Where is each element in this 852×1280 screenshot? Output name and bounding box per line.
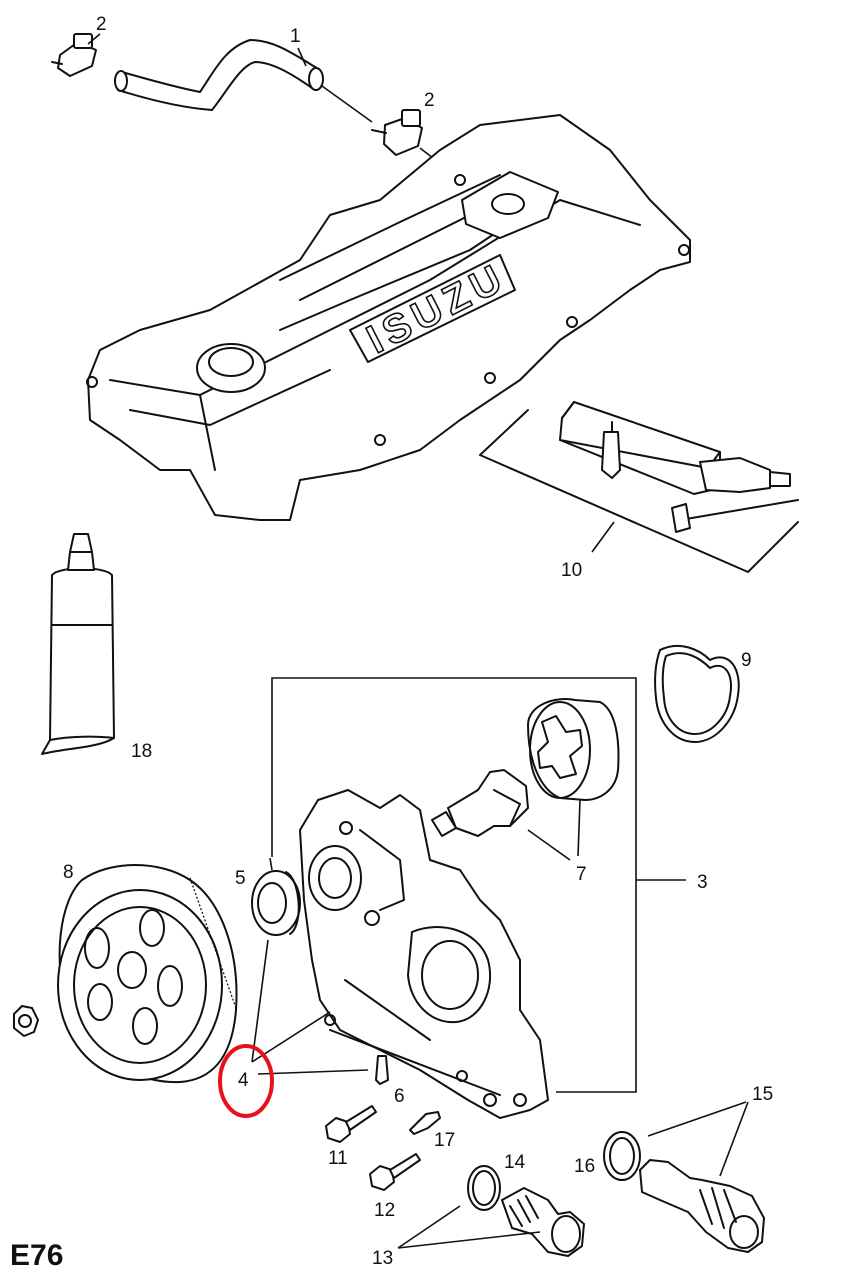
callout-2-right: 2 bbox=[424, 90, 435, 111]
callout-4: 4 bbox=[238, 1070, 249, 1091]
front-cover bbox=[299, 789, 549, 1119]
callout-6: 6 bbox=[394, 1086, 405, 1107]
hose-clamp-right[interactable] bbox=[371, 109, 423, 156]
callout-11: 11 bbox=[328, 1148, 348, 1169]
highlight-circle bbox=[218, 1044, 274, 1118]
callout-8: 8 bbox=[63, 862, 74, 883]
callout-7: 7 bbox=[576, 864, 587, 885]
relief-valve-plug[interactable] bbox=[501, 1187, 585, 1257]
rocker-cover: ISUZU bbox=[86, 114, 691, 521]
seal-ring-16[interactable] bbox=[603, 1131, 641, 1181]
callout-16: 16 bbox=[574, 1156, 595, 1177]
seal-ring-14[interactable] bbox=[467, 1165, 501, 1211]
sealant-tube[interactable] bbox=[41, 533, 115, 755]
sprocket-nut[interactable] bbox=[13, 1005, 39, 1037]
camshaft-sprocket[interactable] bbox=[57, 864, 238, 1084]
bolt-12[interactable] bbox=[369, 1153, 421, 1191]
callout-2-left: 2 bbox=[96, 14, 107, 35]
callout-3: 3 bbox=[697, 872, 708, 893]
shaft-seal[interactable] bbox=[251, 870, 301, 936]
pump-seal-ring[interactable] bbox=[654, 644, 740, 743]
callout-9: 9 bbox=[741, 650, 752, 671]
callout-10: 10 bbox=[561, 560, 582, 581]
callout-18: 18 bbox=[131, 741, 152, 762]
leader-gasket bbox=[251, 939, 369, 1075]
sealant-kit[interactable] bbox=[479, 401, 799, 573]
callout-5: 5 bbox=[235, 868, 246, 889]
oil-pump-rotor-set[interactable] bbox=[431, 698, 620, 837]
hose[interactable] bbox=[114, 39, 324, 111]
bolt-11[interactable] bbox=[325, 1105, 377, 1143]
callout-1: 1 bbox=[290, 26, 301, 47]
callout-17: 17 bbox=[434, 1130, 455, 1151]
kit-bracket bbox=[271, 677, 637, 1093]
dowel-pin[interactable] bbox=[375, 1055, 389, 1085]
hose-clamp-left[interactable] bbox=[51, 33, 97, 77]
callout-12: 12 bbox=[374, 1200, 395, 1221]
oil-pressure-valve[interactable] bbox=[639, 1159, 765, 1253]
stud-17[interactable] bbox=[409, 1111, 441, 1135]
figure-code: E76 bbox=[10, 1239, 63, 1272]
callout-15: 15 bbox=[752, 1084, 773, 1105]
callout-14: 14 bbox=[504, 1152, 526, 1173]
callout-13: 13 bbox=[372, 1248, 393, 1269]
